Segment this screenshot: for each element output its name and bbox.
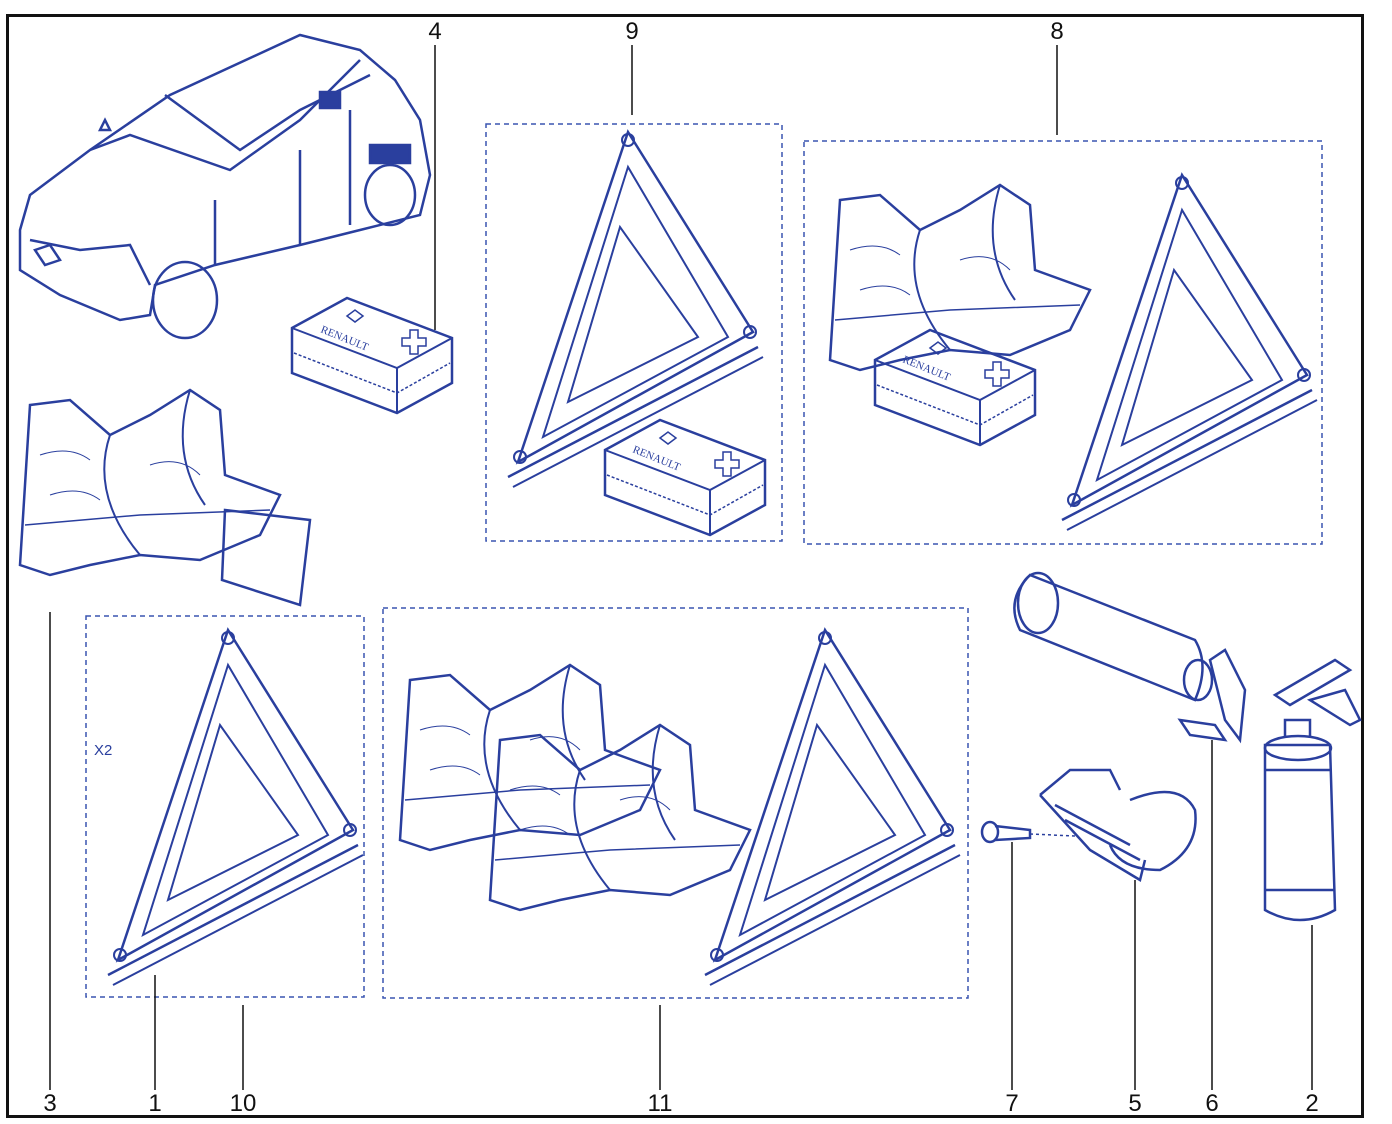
kit-box-10	[85, 615, 365, 998]
safety-vest-3	[18, 388, 282, 577]
fire-extinguisher-2	[1263, 658, 1362, 922]
screw-7	[980, 820, 1076, 844]
kit-box-9	[485, 123, 783, 542]
safety-vest-11a	[398, 663, 662, 852]
extinguisher-bracket-5	[1039, 768, 1197, 882]
fire-extinguisher-6	[1013, 571, 1247, 744]
warning-triangle-8	[1060, 173, 1319, 532]
callout-3: 3	[43, 1090, 57, 1117]
multiplier-label: X2	[94, 742, 113, 759]
callout-9: 9	[625, 18, 639, 45]
leader-lines	[49, 45, 1313, 1090]
callout-4: 4	[428, 18, 442, 45]
first-aid-kit-8	[873, 328, 1037, 447]
callout-6: 6	[1205, 1090, 1219, 1117]
callout-11: 11	[647, 1090, 673, 1117]
warning-triangle-11	[703, 628, 962, 987]
diagram-frame	[6, 14, 1364, 1118]
kit-box-11	[382, 607, 969, 999]
vest-pouch-3	[220, 508, 312, 607]
callout-2: 2	[1305, 1090, 1319, 1117]
callout-1: 1	[148, 1090, 162, 1117]
kit-brand-text-4: RENAULT	[319, 324, 370, 354]
callout-10: 10	[229, 1090, 257, 1117]
kit-box-8	[803, 140, 1323, 545]
callout-8: 8	[1050, 18, 1064, 45]
callout-7: 7	[1005, 1090, 1019, 1117]
callout-5: 5	[1128, 1090, 1142, 1117]
first-aid-kit-9	[603, 418, 767, 537]
first-aid-kit-4	[290, 296, 454, 415]
car-illustration	[18, 33, 432, 340]
warning-triangle-1	[106, 628, 365, 987]
